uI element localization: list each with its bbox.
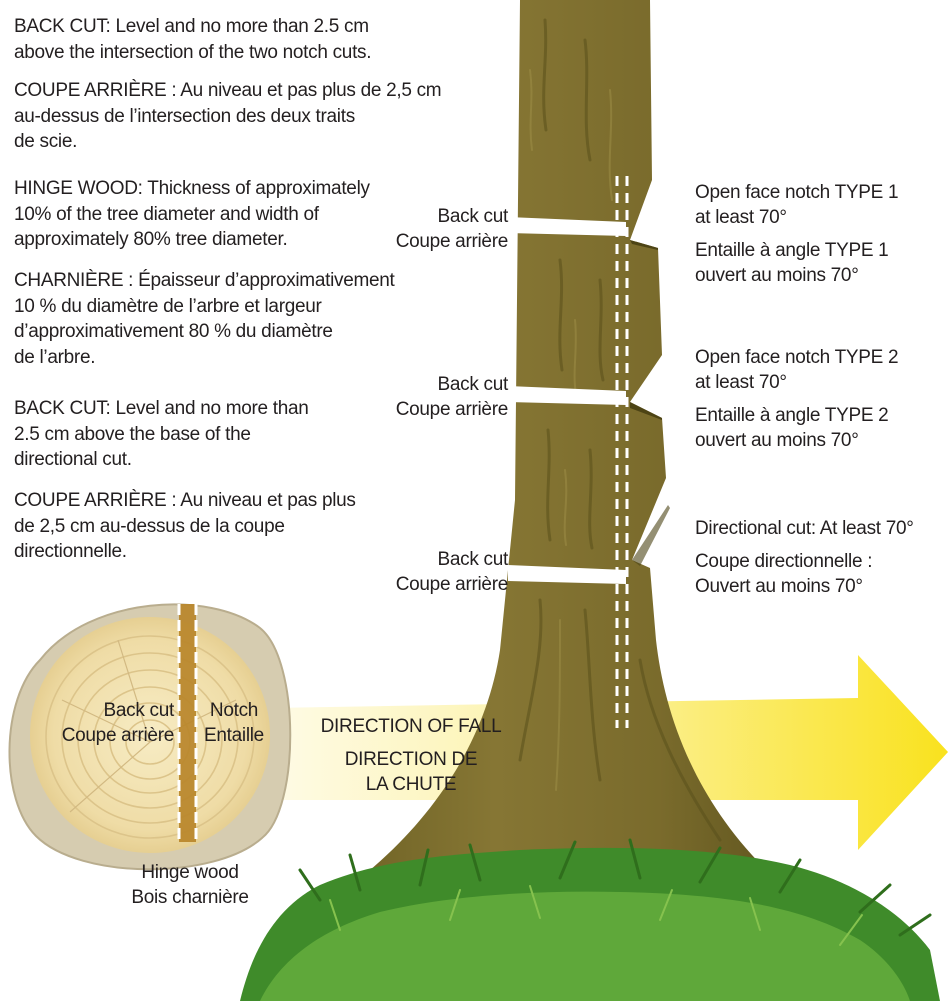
back-cut-label-middle: Back cut Coupe arrière xyxy=(396,372,508,422)
back-cut-label-en: Back cut xyxy=(396,547,508,572)
text-line: de l’arbre. xyxy=(14,345,395,371)
text-line: COUPE ARRIÈRE : Au niveau et pas plus de… xyxy=(14,78,441,104)
back-cut-label-fr: Coupe arrière xyxy=(396,229,508,254)
text-line: BACK CUT: Level and no more than xyxy=(14,396,309,422)
paragraph-hinge-wood-en: HINGE WOOD: Thickness of approximately 1… xyxy=(14,176,370,253)
text-line: directional cut. xyxy=(14,447,309,473)
text-line: Entaille xyxy=(202,723,266,748)
stump-back-cut-label: Back cut Coupe arrière xyxy=(62,698,174,748)
text-line: Notch xyxy=(202,698,266,723)
direction-of-fall-label: DIRECTION OF FALL DIRECTION DE LA CHUTE xyxy=(316,714,506,797)
text-line: Ouvert au moins 70° xyxy=(695,574,914,599)
text-line: Bois charnière xyxy=(110,885,270,910)
back-cut-label-en: Back cut xyxy=(396,372,508,397)
text-line: Open face notch TYPE 1 xyxy=(695,180,898,205)
direction-fr: LA CHUTE xyxy=(316,772,506,797)
text-line: 10 % du diamètre de l’arbre et largeur xyxy=(14,294,395,320)
paragraph-back-cut-en-1: BACK CUT: Level and no more than 2.5 cm … xyxy=(14,14,371,65)
notch-type1-label: Open face notch TYPE 1 at least 70° Enta… xyxy=(695,180,898,288)
text-line: COUPE ARRIÈRE : Au niveau et pas plus xyxy=(14,488,356,514)
text-line: Coupe arrière xyxy=(62,723,174,748)
paragraph-hinge-wood-fr: CHARNIÈRE : Épaisseur d’approximativemen… xyxy=(14,268,395,370)
direction-fr: DIRECTION DE xyxy=(316,747,506,772)
text-line: Back cut xyxy=(62,698,174,723)
stump-notch-label: Notch Entaille xyxy=(202,698,266,748)
text-line: ouvert au moins 70° xyxy=(695,428,898,453)
text-line: Open face notch TYPE 2 xyxy=(695,345,898,370)
text-line: au-dessus de l’intersection des deux tra… xyxy=(14,104,441,130)
text-line: 10% of the tree diameter and width of xyxy=(14,202,370,228)
text-line: 2.5 cm above the base of the xyxy=(14,422,309,448)
text-line: Entaille à angle TYPE 2 xyxy=(695,403,898,428)
text-line: at least 70° xyxy=(695,205,898,230)
text-line: BACK CUT: Level and no more than 2.5 cm xyxy=(14,14,371,40)
text-line: Coupe directionnelle : xyxy=(695,549,914,574)
notch-type2-label: Open face notch TYPE 2 at least 70° Enta… xyxy=(695,345,898,453)
stump-hinge-label: Hinge wood Bois charnière xyxy=(110,860,270,910)
text-line: de 2,5 cm au-dessus de la coupe xyxy=(14,514,356,540)
text-line: ouvert au moins 70° xyxy=(695,263,898,288)
text-line: Directional cut: At least 70° xyxy=(695,516,914,541)
grass xyxy=(240,840,940,1001)
paragraph-back-cut-fr-1: COUPE ARRIÈRE : Au niveau et pas plus de… xyxy=(14,78,441,155)
text-line: approximately 80% tree diameter. xyxy=(14,227,370,253)
text-line: de scie. xyxy=(14,129,441,155)
back-cut-label-top: Back cut Coupe arrière xyxy=(396,204,508,254)
paragraph-back-cut-en-2: BACK CUT: Level and no more than 2.5 cm … xyxy=(14,396,309,473)
directional-cut-label: Directional cut: At least 70° Coupe dire… xyxy=(695,516,914,599)
spacer xyxy=(695,395,898,403)
text-line: above the intersection of the two notch … xyxy=(14,40,371,66)
paragraph-back-cut-fr-2: COUPE ARRIÈRE : Au niveau et pas plus de… xyxy=(14,488,356,565)
back-cut-label-en: Back cut xyxy=(396,204,508,229)
spacer xyxy=(695,230,898,238)
text-line: d’approximativement 80 % du diamètre xyxy=(14,319,395,345)
back-cut-label-fr: Coupe arrière xyxy=(396,572,508,597)
hinge-wood-strip xyxy=(179,604,196,842)
text-line: Entaille à angle TYPE 1 xyxy=(695,238,898,263)
text-line: Hinge wood xyxy=(110,860,270,885)
spacer xyxy=(316,739,506,747)
back-cut-label-fr: Coupe arrière xyxy=(396,397,508,422)
text-line: HINGE WOOD: Thickness of approximately xyxy=(14,176,370,202)
spacer xyxy=(695,541,914,549)
direction-en: DIRECTION OF FALL xyxy=(316,714,506,739)
text-line: directionnelle. xyxy=(14,539,356,565)
text-line: at least 70° xyxy=(695,370,898,395)
back-cut-label-bottom: Back cut Coupe arrière xyxy=(396,547,508,597)
text-line: CHARNIÈRE : Épaisseur d’approximativemen… xyxy=(14,268,395,294)
